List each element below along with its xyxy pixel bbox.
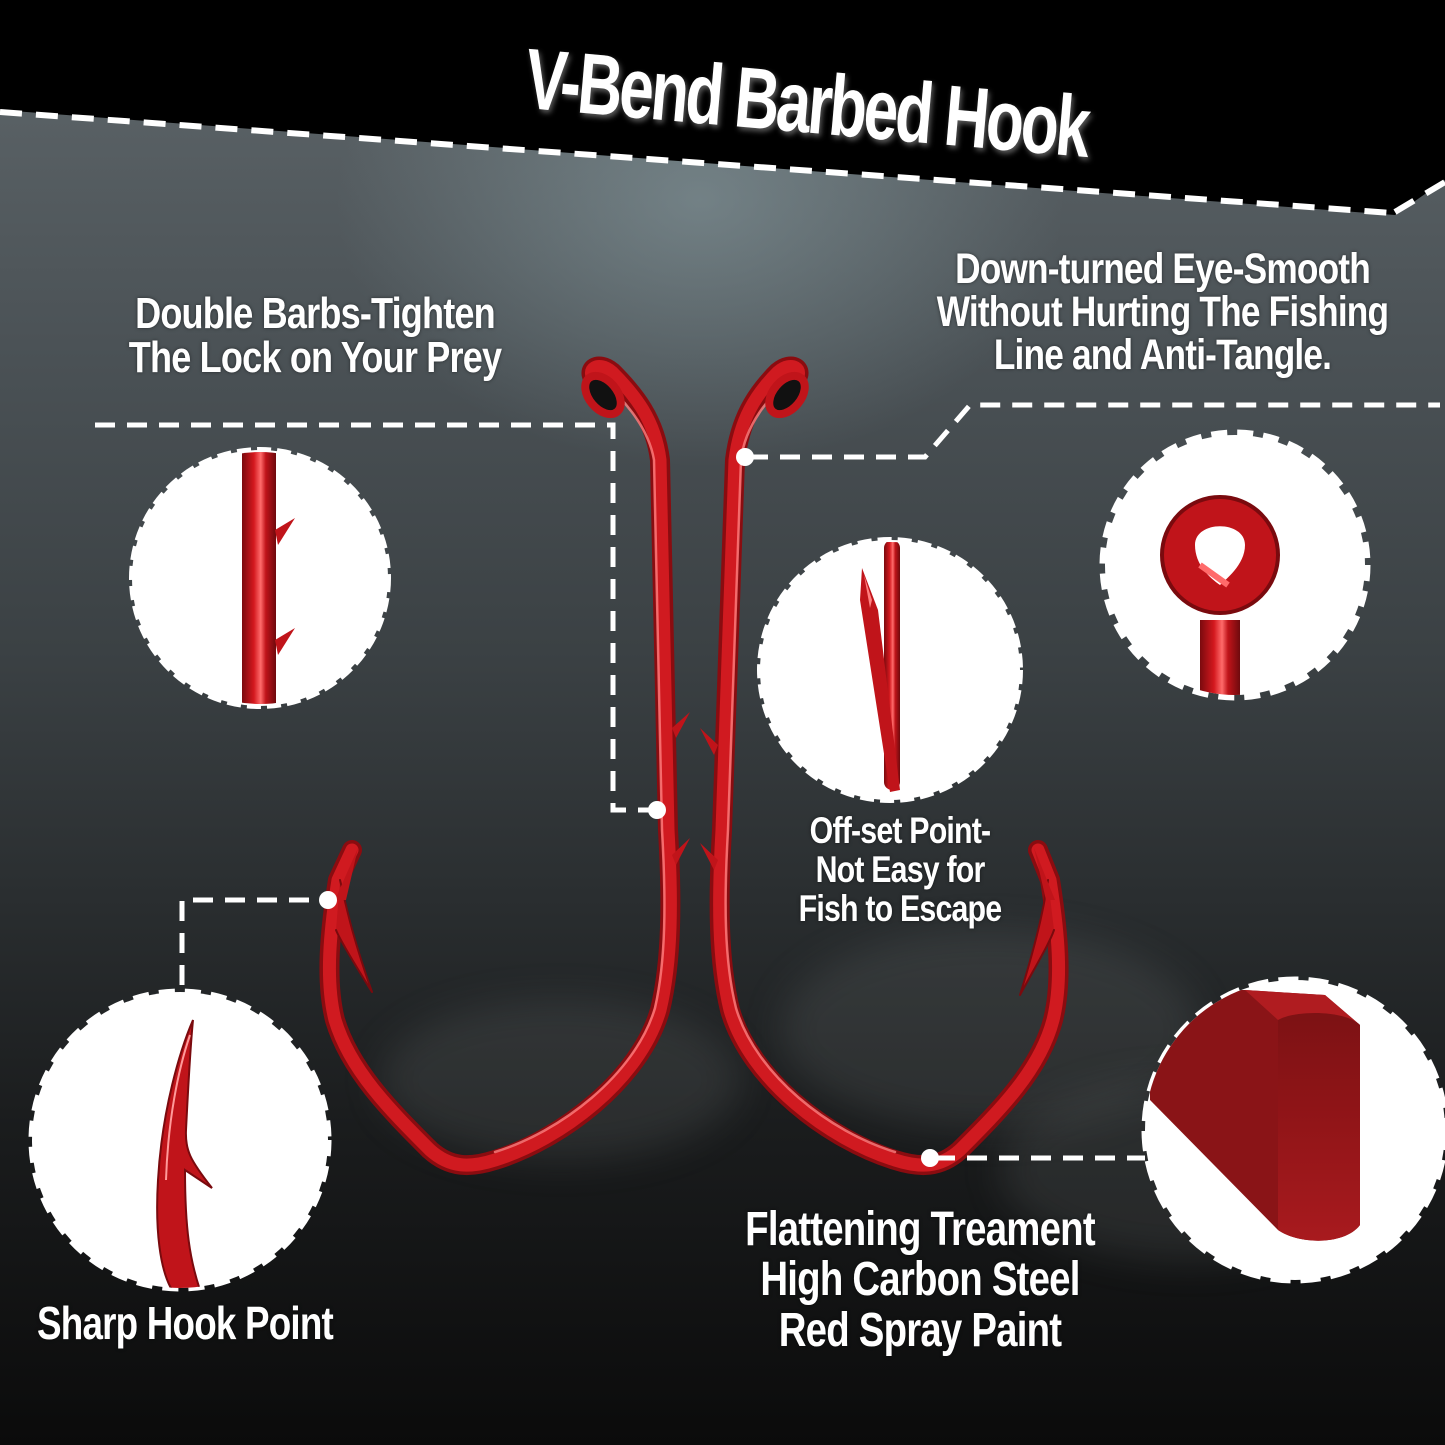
title-banner [0,0,1445,216]
inset-offset-point [757,537,1023,803]
callout-down-turned-eye: Down-turned Eye-Smooth Without Hurting T… [935,248,1390,377]
callout-flattening: Flattening Treament High Carbon Steel Re… [736,1203,1104,1357]
background-fog [380,1000,740,1160]
leader-lines [95,402,1440,1161]
inset-sharp-point [28,988,332,1292]
callout-line: Off-set Point- [809,810,991,851]
callout-line: Double Barbs-Tighten [135,289,496,338]
callout-line: Sharp Hook Point [37,1297,334,1349]
callout-line: The Lock on Your Prey [128,333,502,382]
callout-double-barbs: Double Barbs-Tighten The Lock on Your Pr… [122,292,507,380]
callout-offset-point: Off-set Point- Not Easy for Fish to Esca… [793,810,1006,929]
banner-dashed-edge [0,109,1393,216]
callout-line: Flattening Treament [745,1203,1095,1256]
callout-line: Line and Anti-Tangle. [993,331,1332,379]
dot-flattening [921,1149,939,1167]
callout-line: Down-turned Eye-Smooth [955,245,1371,293]
leader-eye [748,402,1440,460]
callout-line: Not Easy for [815,848,986,890]
dot-double-barbs [648,801,666,819]
callout-line: Red Spray Paint [778,1303,1062,1357]
callout-line: Without Hurting The Fishing [936,288,1389,336]
callout-line: Fish to Escape [798,887,1002,929]
callout-line: High Carbon Steel [760,1253,1080,1307]
callout-sharp-point: Sharp Hook Point [37,1297,334,1349]
dot-sharp-point [319,891,337,909]
leader-double-barbs [95,422,650,813]
leader-sharp-point [179,897,325,985]
inset-eye [1099,429,1371,701]
inset-double-barbs [129,447,391,709]
dot-eye [736,448,754,466]
